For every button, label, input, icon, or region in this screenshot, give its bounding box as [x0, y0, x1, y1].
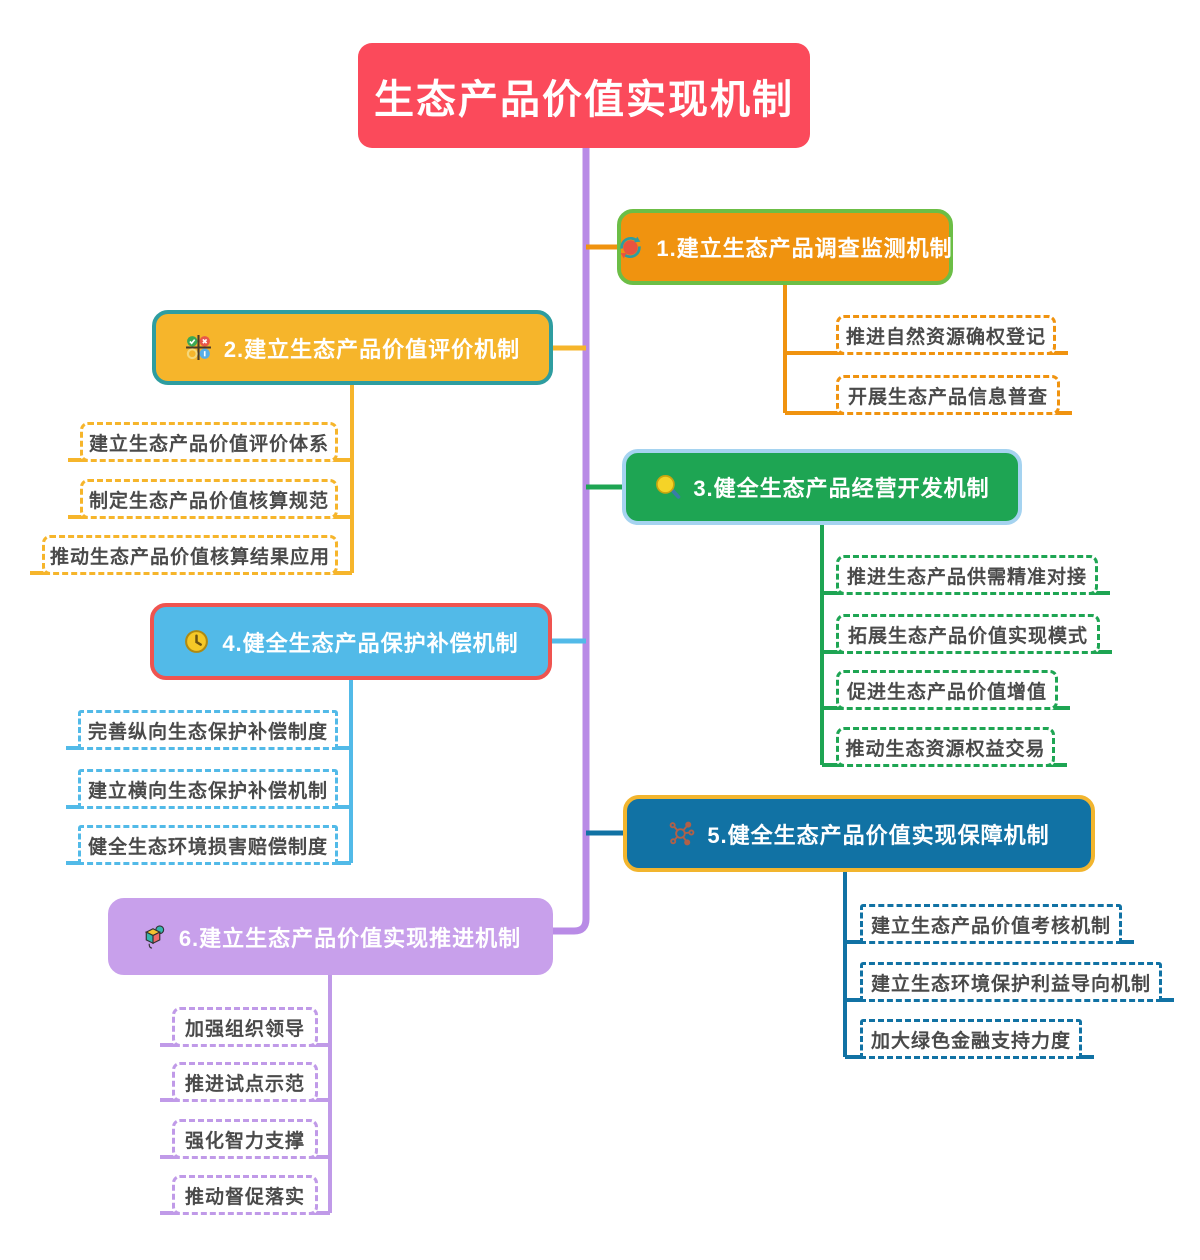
child-node[interactable]: 推动生态产品价值核算结果应用 [42, 535, 338, 575]
child-node-label: 推进自然资源确权登记 [845, 326, 1046, 348]
child-node[interactable]: 加大绿色金融支持力度 [860, 1019, 1082, 1059]
child-node-label: 建立生态产品价值评价体系 [88, 433, 329, 455]
child-node-label: 推动生态产品价值核算结果应用 [49, 546, 330, 568]
child-node-label: 推进试点示范 [184, 1073, 305, 1095]
branch-node-label: 2.建立生态产品价值评价机制 [223, 336, 521, 362]
child-node[interactable]: 推进生态产品供需精准对接 [836, 555, 1098, 595]
root-node-label: 生态产品价值实现机制 [374, 77, 794, 122]
branch-node-label: 5.健全生态产品价值实现保障机制 [707, 822, 1050, 848]
child-node-label: 拓展生态产品价值实现模式 [847, 625, 1088, 647]
check-grid-icon [185, 334, 212, 361]
trunk-line [553, 145, 590, 935]
child-node-label: 推进生态产品供需精准对接 [846, 566, 1087, 588]
clock-icon [183, 628, 210, 655]
child-node[interactable]: 强化智力支撑 [172, 1119, 318, 1159]
child-node[interactable]: 加强组织领导 [172, 1007, 318, 1047]
child-node[interactable]: 推动生态资源权益交易 [836, 727, 1055, 767]
child-node-label: 开展生态产品信息普查 [847, 386, 1048, 408]
child-node-label: 加大绿色金融支持力度 [870, 1030, 1071, 1052]
branch-node-label: 4.健全生态产品保护补偿机制 [222, 630, 519, 656]
child-node-label: 强化智力支撑 [184, 1130, 305, 1152]
child-node-label: 完善纵向生态保护补偿制度 [87, 721, 328, 743]
child-node[interactable]: 开展生态产品信息普查 [836, 375, 1060, 415]
child-node[interactable]: 建立生态产品价值评价体系 [80, 422, 338, 462]
cube-icon [140, 923, 167, 950]
magnifier-icon [654, 474, 681, 501]
branch-node-label: 3.健全生态产品经营开发机制 [693, 476, 990, 501]
child-node[interactable]: 健全生态环境损害赔偿制度 [78, 825, 338, 865]
child-node[interactable]: 建立生态产品价值考核机制 [860, 904, 1122, 944]
child-node[interactable]: 拓展生态产品价值实现模式 [836, 614, 1100, 654]
root-node[interactable]: 生态产品价值实现机制 [358, 43, 810, 148]
branch-node-5[interactable]: 5.健全生态产品价值实现保障机制 [623, 795, 1095, 872]
child-node-label: 健全生态环境损害赔偿制度 [87, 836, 328, 858]
child-node[interactable]: 完善纵向生态保护补偿制度 [78, 710, 338, 750]
branch-node-label: 6.建立生态产品价值实现推进机制 [178, 925, 522, 951]
child-node-label: 加强组织领导 [184, 1018, 305, 1040]
child-node-label: 推动生态资源权益交易 [845, 738, 1046, 760]
branch-node-2[interactable]: 2.建立生态产品价值评价机制 [152, 310, 553, 385]
child-node[interactable]: 建立横向生态保护补偿机制 [78, 769, 338, 809]
child-node-label: 制定生态产品价值核算规范 [88, 490, 329, 512]
child-node-label: 建立生态产品价值考核机制 [870, 915, 1111, 937]
branch-node-6[interactable]: 6.建立生态产品价值实现推进机制 [108, 898, 553, 975]
cycle-arrows-icon [617, 234, 644, 261]
child-node[interactable]: 促进生态产品价值增值 [836, 670, 1058, 710]
child-node[interactable]: 建立生态环境保护利益导向机制 [860, 962, 1162, 1002]
child-node[interactable]: 推进试点示范 [172, 1062, 318, 1102]
child-node[interactable]: 制定生态产品价值核算规范 [80, 479, 338, 519]
child-node[interactable]: 推动督促落实 [172, 1175, 318, 1215]
branch-node-label: 1.建立生态产品调查监测机制 [656, 236, 953, 261]
child-node-label: 建立生态环境保护利益导向机制 [870, 973, 1151, 995]
child-node-label: 促进生态产品价值增值 [846, 681, 1047, 703]
child-node-label: 建立横向生态保护补偿机制 [87, 780, 328, 802]
branch-node-1[interactable]: 1.建立生态产品调查监测机制 [617, 209, 953, 285]
child-node[interactable]: 推进自然资源确权登记 [836, 315, 1056, 355]
molecule-network-icon [668, 820, 695, 847]
branch-node-3[interactable]: 3.健全生态产品经营开发机制 [622, 449, 1022, 525]
child-node-label: 推动督促落实 [184, 1186, 305, 1208]
branch-node-4[interactable]: 4.健全生态产品保护补偿机制 [150, 603, 552, 680]
